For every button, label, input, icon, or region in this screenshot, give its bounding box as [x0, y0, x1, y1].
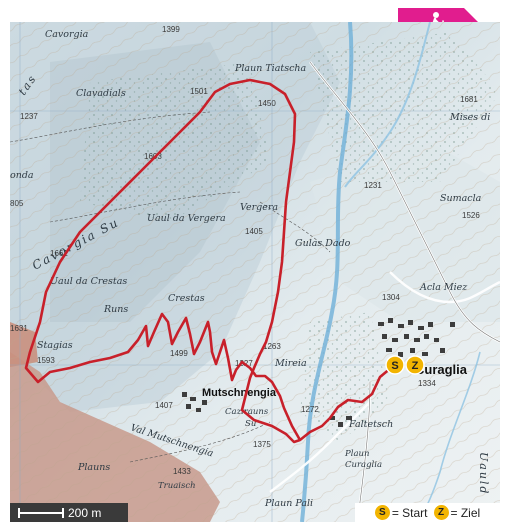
label-plaun-tiatscha: Plaun Tiatscha	[234, 63, 307, 74]
label-truaisch: Truaisch	[158, 481, 196, 491]
height-labels: 1399 1501 1450 1237 1681 1603 1231 1526 …	[10, 25, 480, 476]
svg-text:1231: 1231	[364, 181, 382, 190]
svg-text:1661: 1661	[50, 249, 68, 258]
label-plaun-pali: Plaun Pali	[264, 498, 313, 509]
svg-text:1304: 1304	[382, 293, 400, 302]
start-marker-letter: S	[391, 360, 398, 372]
svg-text:1375: 1375	[253, 440, 271, 449]
label-uaul-da-vergera: Uaul da Vergera	[147, 213, 226, 224]
svg-text:1501: 1501	[190, 87, 208, 96]
label-mises: Mises di	[449, 112, 490, 123]
svg-text:1399: 1399	[162, 25, 180, 34]
svg-text:1450: 1450	[258, 99, 276, 108]
label-onda: onda	[10, 170, 34, 181]
svg-text:1237: 1237	[20, 112, 38, 121]
label-clavadials: Clavadials	[76, 88, 126, 99]
svg-text:1405: 1405	[245, 227, 263, 236]
label-crestas: Crestas	[168, 293, 205, 304]
legend-start-text: = Start	[391, 505, 428, 520]
label-plauns: Plauns	[77, 462, 110, 473]
label-faltetsch: Faltetsch	[348, 419, 393, 430]
svg-text:1631: 1631	[10, 324, 28, 333]
hiking-route[interactable]	[24, 78, 394, 444]
svg-text:1334: 1334	[418, 379, 436, 388]
label-uauld: Uauld	[477, 452, 490, 495]
mutschnengia-buildings	[182, 392, 352, 427]
curaglia-buildings	[378, 318, 455, 357]
legend: S = Start Z = Ziel	[355, 503, 500, 522]
svg-text:1603: 1603	[144, 152, 162, 161]
svg-text:1263: 1263	[263, 342, 281, 351]
label-stagias: Stagias	[37, 340, 73, 351]
svg-text:1272: 1272	[301, 405, 319, 414]
svg-text:1499: 1499	[170, 349, 188, 358]
legend-goal-badge: Z	[433, 505, 449, 520]
start-marker[interactable]: S	[385, 355, 405, 375]
label-cazirauns: Cazirauns	[225, 407, 269, 417]
svg-text:805: 805	[10, 199, 24, 208]
label-vergera: Vergera	[240, 202, 278, 213]
svg-text:1593: 1593	[37, 356, 55, 365]
legend-start-badge: S	[374, 505, 390, 520]
svg-text:1407: 1407	[155, 401, 173, 410]
scale-ruler-icon	[18, 507, 64, 518]
goal-marker[interactable]: Z	[405, 355, 425, 375]
label-cavorgia: Cavorgia	[45, 29, 89, 40]
label-acla-miez: Acla Miez	[419, 282, 468, 293]
svg-text:1681: 1681	[460, 95, 478, 104]
label-mireia: Mireia	[274, 358, 307, 369]
goal-marker-letter: Z	[412, 360, 419, 372]
label-su: Su	[245, 419, 256, 429]
svg-text:1526: 1526	[462, 211, 480, 220]
label-uaul-da-crestas: Uaul da Crestas	[50, 276, 127, 287]
scale-bar: 200 m	[10, 503, 128, 522]
label-gulas-dado: Gulas Dado	[295, 238, 351, 249]
label-plaun-curaglia: Curaglia	[345, 460, 382, 470]
svg-text:1433: 1433	[173, 467, 191, 476]
topographic-map[interactable]: Cavorgia Clavadials Plaun Tiatscha Mises…	[10, 22, 500, 522]
label-runs: Runs	[103, 304, 128, 315]
label-mutschnengia: Mutschnengia	[202, 387, 277, 399]
label-sumacla: Sumacla	[440, 193, 482, 204]
label-curaglia: Curaglia	[415, 362, 468, 377]
legend-goal-text: = Ziel	[450, 505, 481, 520]
label-plaun: Plaun	[344, 449, 369, 459]
scale-label: 200 m	[68, 505, 102, 520]
